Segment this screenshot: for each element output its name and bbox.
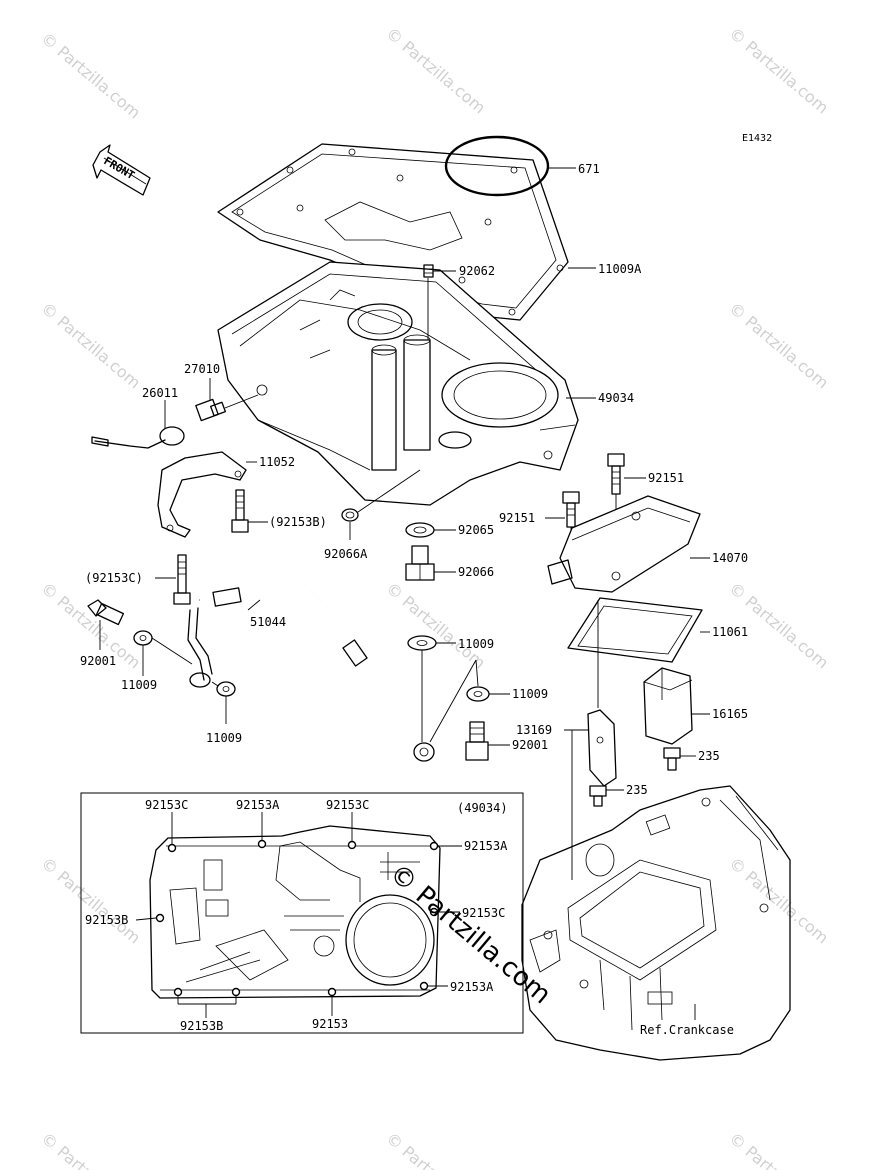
inset-label-92153A-2: 92153A (464, 839, 508, 853)
inset-box (80, 792, 524, 1034)
inset-label-92153A-3: 92153A (450, 980, 494, 994)
screw-235-left (589, 785, 624, 807)
crankcase-reference (521, 785, 791, 1061)
inset-label-92153C-3: 92153C (462, 906, 505, 920)
watermark: © Partzilla.com (382, 24, 489, 118)
label-92065: 92065 (458, 523, 494, 537)
label-27010: 27010 (184, 362, 220, 376)
watermark: © Partzilla.com (37, 299, 144, 393)
watermark: © Partzilla.com (725, 854, 832, 948)
label-11009-d: 11009 (206, 731, 242, 745)
watermark: © Partzilla.com (37, 1129, 144, 1170)
label-92153C-paren: (92153C) (85, 571, 143, 585)
watermark: © Partzilla.com (382, 579, 489, 673)
label-26011: 26011 (142, 386, 178, 400)
label-92151-mid: 92151 (499, 511, 535, 525)
background-watermarks: © Partzilla.com © Partzilla.com © Partzi… (37, 24, 832, 1170)
banjo-bolt-92001-right (465, 721, 510, 761)
washer-11009-lower (211, 681, 236, 724)
cover-14070 (547, 495, 710, 593)
label-92153B-paren: (92153B) (269, 515, 327, 529)
bracket-11052 (157, 451, 257, 538)
screw-235-right (663, 747, 696, 771)
watermark: © Partzilla.com (37, 29, 144, 123)
inset-label-92153B-1: 92153B (85, 913, 128, 927)
label-14070: 14070 (712, 551, 748, 565)
label-92001-left: 92001 (80, 654, 116, 668)
inset-label-92153C-2: 92153C (326, 798, 369, 812)
label-671: 671 (578, 162, 600, 176)
watermark: © Partzilla.com (37, 854, 144, 948)
o-ring-671 (444, 135, 576, 197)
label-11052: 11052 (259, 455, 295, 469)
label-49034: 49034 (598, 391, 634, 405)
washer-11009-right-upper (407, 635, 456, 742)
bolt-92153B (231, 489, 268, 533)
label-92001-right: 92001 (512, 738, 548, 752)
label-16165: 16165 (712, 707, 748, 721)
washer-11009-left (133, 630, 193, 676)
inset-ref: (49034) (457, 801, 508, 815)
sensor-16165 (643, 667, 710, 745)
inset-label-92153B-2: 92153B (180, 1019, 223, 1033)
bracket-13169 (564, 600, 617, 880)
label-11061: 11061 (712, 625, 748, 639)
bolt-92153C (155, 554, 191, 605)
label-11009-c: 11009 (512, 687, 548, 701)
plug-92066A (341, 469, 421, 540)
part-labels: 671 11009A 92062 27010 26011 49034 11052… (80, 162, 748, 1037)
label-ref-crankcase: Ref.Crankcase (640, 1023, 734, 1037)
inset-oil-pan-bottom (135, 812, 462, 1018)
label-11009A: 11009A (598, 262, 642, 276)
oil-hose-51044 (187, 570, 435, 762)
label-51044: 51044 (250, 615, 286, 629)
banjo-bolt-92001-left (87, 599, 125, 650)
label-235-b: 235 (626, 783, 648, 797)
plug-92062 (423, 264, 456, 340)
wire-lead-26011 (91, 400, 185, 449)
label-235-a: 235 (698, 749, 720, 763)
oil-pan-gasket (217, 143, 596, 321)
label-92066A: 92066A (324, 547, 368, 561)
label-11009-b: 11009 (121, 678, 157, 692)
inset-labels: (49034) 92153C 92153A 92153C 92153A 9215… (85, 798, 508, 1033)
diagram-code: E1432 (742, 133, 772, 144)
oil-pressure-switch (195, 378, 259, 422)
watermark: © Partzilla.com (382, 1129, 489, 1170)
watermark: © Partzilla.com (725, 299, 832, 393)
label-13169: 13169 (516, 723, 552, 737)
inset-label-92153C-1: 92153C (145, 798, 188, 812)
watermark: © Partzilla.com (725, 1129, 832, 1170)
label-92066: 92066 (458, 565, 494, 579)
label-11009-a: 11009 (458, 637, 494, 651)
label-92151-top: 92151 (648, 471, 684, 485)
oil-pan-body (217, 261, 596, 506)
gasket-11061 (567, 597, 710, 663)
watermark: © Partzilla.com (725, 24, 832, 118)
washer-11009-right-lower (429, 659, 510, 743)
washer-92065 (405, 522, 456, 538)
inset-label-92153A-1: 92153A (236, 798, 280, 812)
drain-plug-92066 (405, 545, 456, 581)
inset-label-92153: 92153 (312, 1017, 348, 1031)
label-92062: 92062 (459, 264, 495, 278)
front-arrow-icon: FRONT (92, 144, 151, 196)
